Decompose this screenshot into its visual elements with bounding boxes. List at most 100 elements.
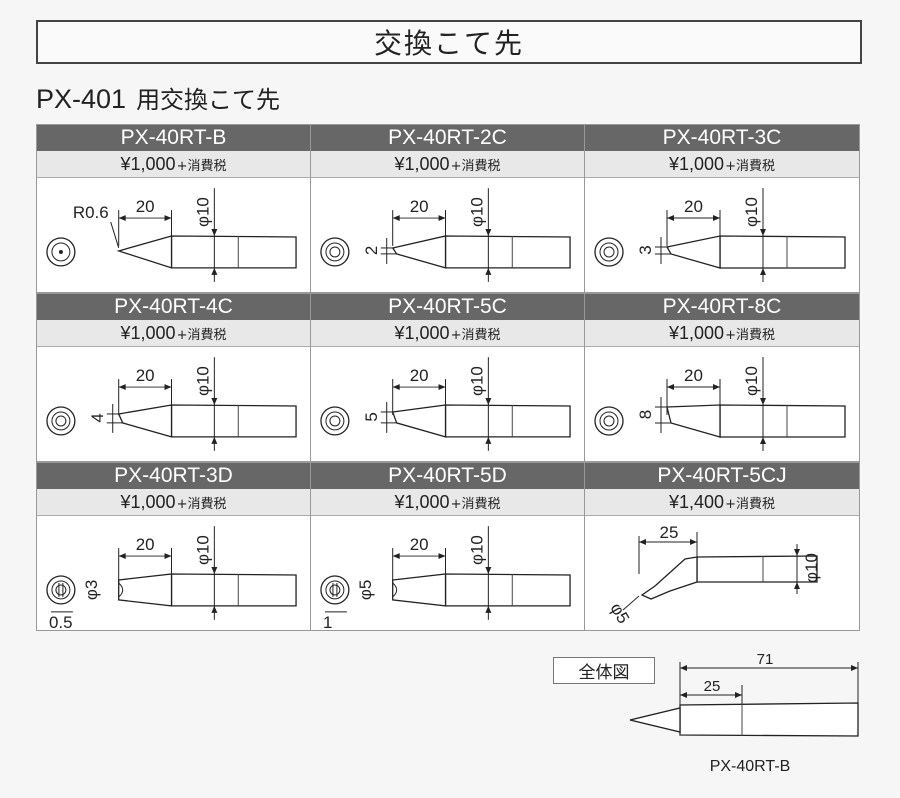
tip-end-view xyxy=(320,237,350,267)
tip-tax-note: +消費税 xyxy=(450,327,501,343)
tip-diagram: 25 φ10 φ5 xyxy=(606,523,821,627)
overview-taper xyxy=(629,707,681,733)
tip-length-label: 20 xyxy=(410,197,429,216)
tip-diameter-label: φ10 xyxy=(742,366,761,396)
tip-end-view xyxy=(594,406,624,436)
tip-price-row: ¥1,000+消費税 xyxy=(585,151,859,178)
tip-model-name: PX-40RT-5CJ xyxy=(585,462,859,489)
tip-price-row: ¥1,000+消費税 xyxy=(37,489,310,516)
tip-size-label: 2 xyxy=(362,246,381,255)
tip-size-label: 8 xyxy=(636,410,655,419)
tip-model-name: PX-40RT-8C xyxy=(585,293,859,320)
tip-price-row: ¥1,400+消費税 xyxy=(585,489,859,516)
tip-nose xyxy=(116,235,173,269)
tip-nose xyxy=(117,404,173,438)
tip-length-label: 25 xyxy=(660,523,679,542)
overview-label: 全体図 xyxy=(553,657,655,684)
tip-tax-note: +消費税 xyxy=(450,158,501,174)
tip-tax-note: +消費税 xyxy=(176,496,227,512)
tip-price-row: ¥1,000+消費税 xyxy=(311,151,584,178)
overview-drawing: 71 25 xyxy=(629,651,859,737)
tip-end-view xyxy=(46,575,76,605)
tip-nose xyxy=(666,404,721,438)
tip-model-name: PX-40RT-2C xyxy=(311,124,584,151)
tip-size-label: 5 xyxy=(362,412,381,421)
tip-price-row: ¥1,000+消費税 xyxy=(585,320,859,347)
tip-nose xyxy=(665,235,721,269)
tip-tax-note: +消費税 xyxy=(450,496,501,512)
tip-price-row: ¥1,000+消費税 xyxy=(37,151,310,178)
tip-drawing: 20 φ10 R0.6 xyxy=(37,178,310,292)
tip-length-label: 20 xyxy=(136,197,155,216)
tip-model-name: PX-40RT-3D xyxy=(37,462,310,489)
tip-diagram: 4 20 φ10 xyxy=(46,357,297,451)
tip-diameter-label: φ10 xyxy=(467,197,486,227)
tip-model-name: PX-40RT-5D xyxy=(311,462,584,489)
tip-price: ¥1,000 xyxy=(120,153,176,174)
tip-drawing: 25 φ10 φ5 xyxy=(585,516,859,630)
tip-radius-label: R0.6 xyxy=(73,203,109,222)
tip-size-label: 4 xyxy=(88,413,107,422)
tip-length-label: 20 xyxy=(410,366,429,385)
tip-diagram: 2 20 φ10 xyxy=(320,188,571,282)
tip-card: PX-40RT-2C¥1,000+消費税 2 20 φ10 xyxy=(311,124,585,293)
tip-card: PX-40RT-5C¥1,000+消費税 5 20 φ10 xyxy=(311,293,585,462)
tip-diameter-label: φ10 xyxy=(193,366,212,396)
tip-price: ¥1,000 xyxy=(120,491,176,512)
tip-diameter-label: φ10 xyxy=(193,197,212,227)
tip-tax-note: +消費税 xyxy=(176,158,227,174)
tip-diameter-label: φ10 xyxy=(742,197,761,227)
overview-total-length: 71 xyxy=(757,651,774,668)
tip-length-label: 20 xyxy=(410,535,429,554)
tip-barrel xyxy=(444,235,571,269)
tip-barrel xyxy=(719,404,846,438)
section-subtitle: PX-401 用交換こて先 xyxy=(36,80,280,114)
tip-size-label: φ5 xyxy=(606,600,633,627)
tip-bent-nose xyxy=(640,556,698,600)
tip-barrel xyxy=(444,404,571,438)
tip-length-label: 20 xyxy=(684,197,703,216)
tip-length-label: 20 xyxy=(136,366,155,385)
tip-price-row: ¥1,000+消費税 xyxy=(311,489,584,516)
page-title-box: 交換こて先 xyxy=(36,20,862,64)
tip-price-row: ¥1,000+消費税 xyxy=(311,320,584,347)
tip-diagram: 20 φ10 R0.6 xyxy=(46,188,297,282)
tip-end-view xyxy=(320,575,350,605)
tip-barrel xyxy=(719,235,846,269)
tip-barrel xyxy=(696,555,818,583)
tip-price: ¥1,000 xyxy=(394,153,450,174)
tip-price: ¥1,000 xyxy=(669,322,725,343)
subtitle-model: PX-401 xyxy=(36,84,127,114)
tip-diameter-label: φ10 xyxy=(467,366,486,396)
tip-diameter-label: φ10 xyxy=(802,553,821,583)
tip-end-view xyxy=(46,406,76,436)
subtitle-suffix: 用交換こて先 xyxy=(136,86,281,114)
tip-card: PX-40RT-5CJ¥1,400+消費税 25 φ10 φ5 xyxy=(585,462,860,631)
tip-diameter-label: φ10 xyxy=(467,535,486,565)
tip-barrel xyxy=(170,404,297,438)
tip-diagram: 5 20 φ10 xyxy=(320,357,571,451)
tip-price: ¥1,400 xyxy=(669,491,725,512)
tip-model-name: PX-40RT-5C xyxy=(311,293,584,320)
overview-label-text: 全体図 xyxy=(578,663,630,683)
tip-thickness-label: 1 xyxy=(323,613,332,630)
tip-tax-note: +消費税 xyxy=(176,327,227,343)
tip-price-row: ¥1,000+消費税 xyxy=(37,320,310,347)
tip-drawing: 4 20 φ10 xyxy=(37,347,310,461)
tip-tax-note: +消費税 xyxy=(725,496,775,512)
tip-length-label: 20 xyxy=(136,535,155,554)
tip-barrel xyxy=(170,573,297,607)
